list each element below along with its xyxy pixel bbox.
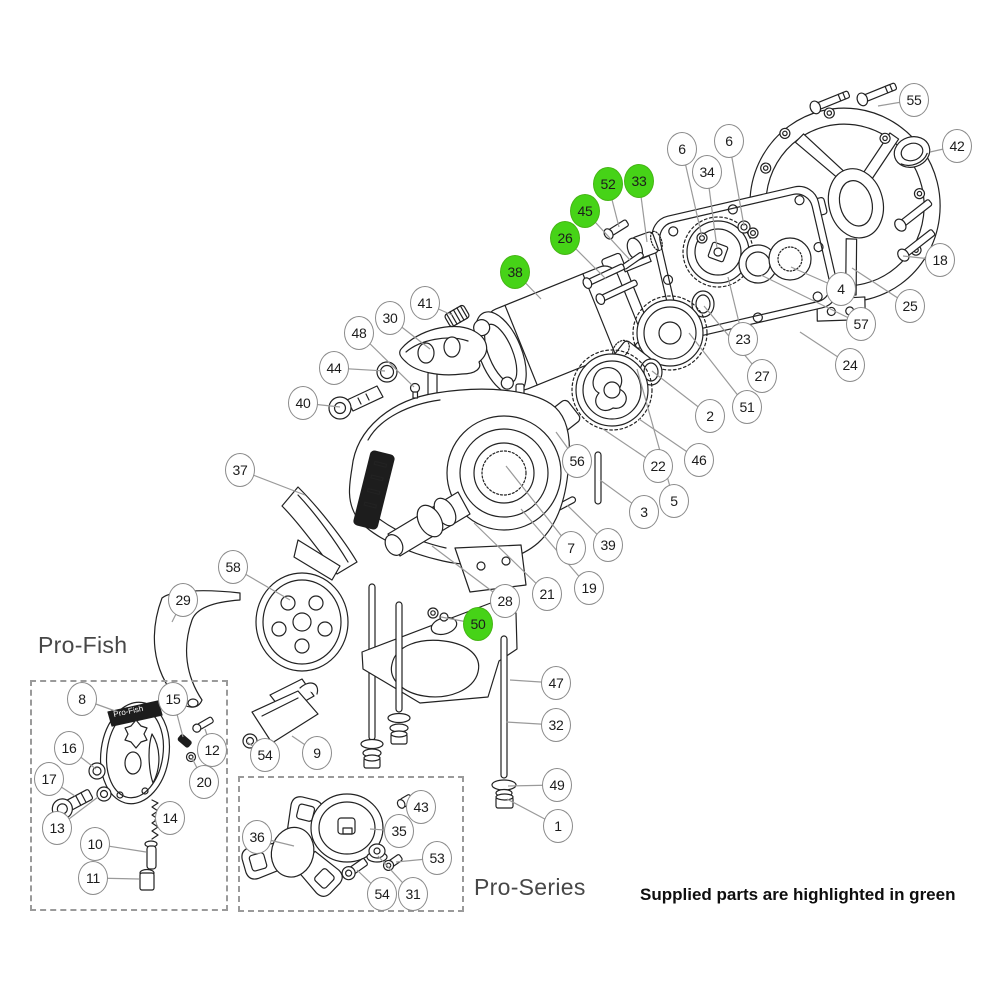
callout-9: 9 [302,736,332,770]
pro-fish-label: Pro-Fish [38,632,128,658]
callout-50-supplied: 50 [463,607,493,641]
callout-4: 4 [826,272,856,306]
callout-58: 58 [218,550,248,584]
callout-40: 40 [288,386,318,420]
callout-3: 3 [629,495,659,529]
callout-24: 24 [835,348,865,382]
callout-34: 34 [692,155,722,189]
callout-25: 25 [895,289,925,323]
callout-26-supplied: 26 [550,221,580,255]
callout-55: 55 [899,83,929,117]
callout-18: 18 [925,243,955,277]
callout-10: 10 [80,827,110,861]
callout-48: 48 [344,316,374,350]
callout-36: 36 [242,820,272,854]
main-housing-drawing [348,371,571,593]
callout-20: 20 [189,765,219,799]
callout-38-supplied: 38 [500,255,530,289]
boom-arm-drawing [153,590,241,708]
callout-12: 12 [197,733,227,767]
callout-14: 14 [155,801,185,835]
cable-cover-drawing [328,304,488,420]
callout-5: 5 [659,484,689,518]
callout-52-supplied: 52 [593,167,623,201]
callout-45-supplied: 45 [570,194,600,228]
callout-56: 56 [562,444,592,478]
callout-6: 6 [667,132,697,166]
callout-23: 23 [728,322,758,356]
callout-35: 35 [384,814,414,848]
callout-16: 16 [54,731,84,765]
callout-30: 30 [375,301,405,335]
callout-49: 49 [542,768,572,802]
callout-6: 6 [714,124,744,158]
cover-screws-drawing [809,82,936,262]
callout-32: 32 [541,708,571,742]
motor-fasteners-drawing [582,219,663,305]
screw-40 [328,385,384,420]
callout-54: 54 [367,877,397,911]
green-highlight-caption: Supplied parts are highlighted in green [640,885,956,904]
callout-22: 22 [643,449,673,483]
callout-44: 44 [319,351,349,385]
callout-33-supplied: 33 [624,164,654,198]
callout-39: 39 [593,528,623,562]
callout-27: 27 [747,359,777,393]
seal-drawing [893,136,931,168]
callout-8: 8 [67,682,97,716]
callout-1: 1 [543,809,573,843]
callout-42: 42 [942,129,972,163]
callout-13: 13 [42,811,72,845]
callout-47: 47 [541,666,571,700]
callout-7: 7 [556,531,586,565]
callout-54: 54 [250,738,280,772]
callout-57: 57 [846,307,876,341]
callout-31: 31 [398,877,428,911]
pro-fish-box [30,680,228,911]
callout-11: 11 [78,861,108,895]
pro-series-label: Pro-Series [474,874,586,900]
callout-19: 19 [574,571,604,605]
callout-2: 2 [695,399,725,433]
swivel-cover-drawing [281,486,358,581]
pro-series-box [238,776,464,912]
callout-37: 37 [225,453,255,487]
callout-53: 53 [422,841,452,875]
callout-21: 21 [532,577,562,611]
callout-17: 17 [34,762,64,796]
callout-51: 51 [732,390,762,424]
callout-28: 28 [490,584,520,618]
spool-drawing [255,572,349,672]
callout-29: 29 [168,583,198,617]
profish-assembly-drawing: Pro-Fish [51,700,214,891]
leader-line-5 [636,368,675,502]
leader-line-57 [760,274,862,325]
callout-46: 46 [684,443,714,477]
callout-15: 15 [158,682,188,716]
callout-41: 41 [410,286,440,320]
callout-43: 43 [406,790,436,824]
